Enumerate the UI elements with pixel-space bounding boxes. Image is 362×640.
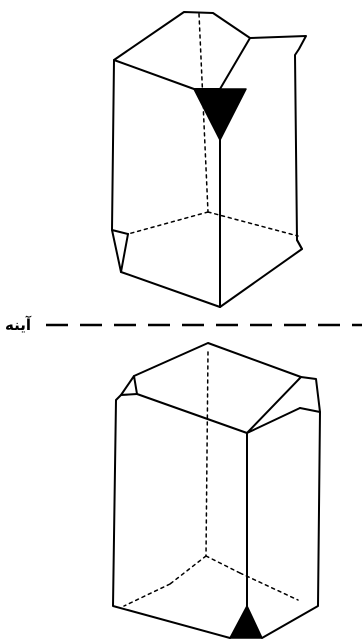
upper-crystal-black-facet — [193, 88, 247, 141]
lower-crystal-hidden-edges — [123, 351, 299, 607]
upper-crystal — [111, 11, 307, 308]
lower-crystal-black-facet — [229, 605, 263, 639]
mirror-plane: آینه — [5, 316, 362, 334]
lower-crystal-visible-edges — [112, 342, 321, 639]
upper-crystal-visible-edges — [111, 11, 307, 308]
lower-crystal — [112, 342, 321, 639]
mirror-plane-label: آینه — [5, 316, 32, 334]
upper-crystal-hidden-edges — [127, 13, 299, 237]
